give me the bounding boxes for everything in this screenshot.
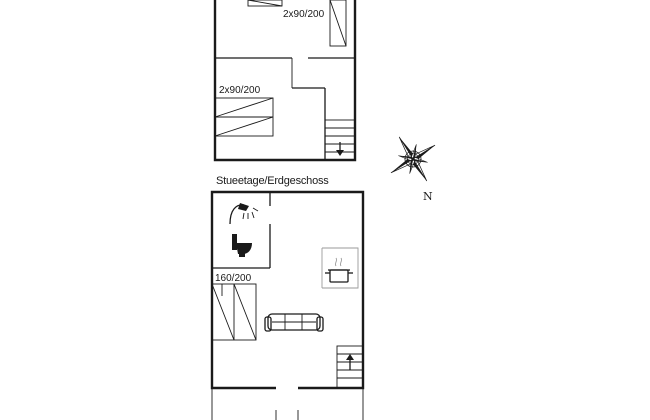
stair-up-arrow-icon <box>346 354 354 360</box>
kitchen-counter <box>321 247 359 289</box>
ground-floor-title: Stueetage/Erdgeschoss <box>216 175 329 187</box>
toilet-icon <box>232 234 252 257</box>
stair-down-arrow-icon <box>336 150 344 156</box>
sofa-icon <box>264 313 324 332</box>
north-label: N <box>423 190 433 203</box>
ground-floor: 160/200 <box>210 190 365 420</box>
entrance-area <box>211 388 364 420</box>
upper-floor: 2x90/200 2x90/200 <box>213 0 357 162</box>
upper-stair <box>324 119 356 161</box>
bed-label-top: 2x90/200 <box>283 9 325 20</box>
bed-label-bottom: 2x90/200 <box>219 85 261 96</box>
ground-floor-walls <box>210 190 365 390</box>
double-bed <box>211 283 257 341</box>
bed-bottom <box>214 97 274 137</box>
compass-rose-icon <box>390 136 436 182</box>
shower-icon <box>229 203 259 225</box>
bed-top <box>247 0 347 47</box>
double-bed-label: 160/200 <box>215 273 252 284</box>
upper-floor-walls <box>213 0 357 162</box>
ground-stair <box>336 345 364 389</box>
cooking-pot-icon <box>325 257 353 283</box>
